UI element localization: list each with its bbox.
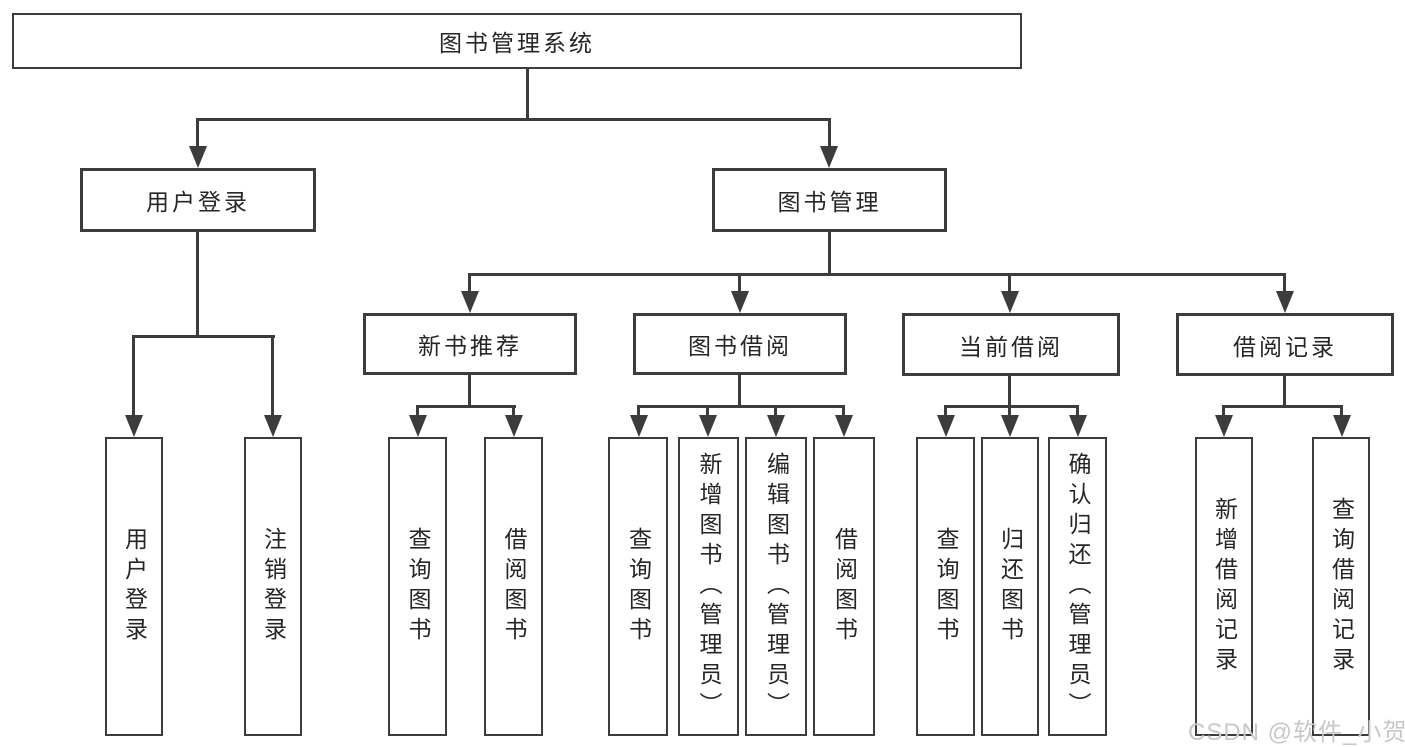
- arrow-down-icon: [1333, 415, 1351, 437]
- connector-line: [1008, 273, 1011, 291]
- connector-line: [828, 232, 831, 275]
- csdn-watermark: CSDN @软件_小贺同学: [1188, 719, 1405, 746]
- connector-line: [132, 335, 135, 415]
- connector-line: [774, 405, 777, 415]
- connector-line: [196, 118, 831, 121]
- connector-line: [828, 118, 831, 146]
- connector-line: [468, 375, 471, 405]
- connector-line: [1222, 405, 1343, 408]
- node-query-borrowing-record: 查询借阅记录: [1312, 437, 1370, 736]
- node-query-books-1: 查询图书: [388, 437, 447, 736]
- node-borrowing-records: 借阅记录: [1176, 313, 1394, 376]
- arrow-down-icon: [505, 415, 523, 437]
- arrow-down-icon: [409, 415, 427, 437]
- connector-line: [1076, 405, 1079, 415]
- arrow-down-icon: [1215, 415, 1233, 437]
- arrow-down-icon: [820, 146, 838, 168]
- arrow-down-icon: [1001, 291, 1019, 313]
- connector-line: [1008, 376, 1011, 405]
- connector-line: [738, 273, 741, 291]
- connector-line: [1222, 405, 1225, 415]
- arrow-down-icon: [731, 291, 749, 313]
- connector-line: [1283, 273, 1286, 291]
- connector-line: [468, 273, 1286, 276]
- connector-line: [1008, 405, 1011, 415]
- arrow-down-icon: [1069, 415, 1087, 437]
- connector-line: [944, 405, 1079, 408]
- node-new-book-recommendation: 新书推荐: [363, 313, 577, 375]
- node-library-management-system: 图书管理系统: [12, 13, 1022, 69]
- arrow-down-icon: [937, 415, 955, 437]
- arrow-down-icon: [189, 146, 207, 168]
- connector-line: [132, 335, 275, 338]
- connector-line: [512, 405, 515, 415]
- connector-line: [637, 405, 845, 408]
- node-book-management: 图书管理: [712, 168, 947, 232]
- node-user-login-leaf: 用户登录: [105, 437, 163, 736]
- node-borrow-books-1: 借阅图书: [484, 437, 543, 736]
- arrow-down-icon: [699, 415, 717, 437]
- arrow-down-icon: [767, 415, 785, 437]
- connector-line: [196, 118, 199, 146]
- arrow-down-icon: [630, 415, 648, 437]
- arrow-down-icon: [1276, 291, 1294, 313]
- node-query-books-3: 查询图书: [916, 437, 975, 736]
- connector-line: [416, 405, 516, 408]
- connector-line: [842, 405, 845, 415]
- connector-line: [1340, 405, 1343, 415]
- node-return-books: 归还图书: [981, 437, 1039, 736]
- node-confirm-return-admin: 确认归还（管理员）: [1048, 437, 1107, 736]
- connector-line: [1283, 376, 1286, 405]
- node-add-books-admin: 新增图书（管理员）: [678, 437, 739, 736]
- node-book-borrowing: 图书借阅: [633, 313, 847, 375]
- node-current-borrowing: 当前借阅: [902, 313, 1120, 376]
- node-edit-books-admin: 编辑图书（管理员）: [745, 437, 807, 736]
- arrow-down-icon: [461, 291, 479, 313]
- node-query-books-2: 查询图书: [608, 437, 668, 736]
- node-add-borrowing-record: 新增借阅记录: [1195, 437, 1253, 736]
- node-logout: 注销登录: [244, 437, 302, 736]
- connector-line: [468, 273, 471, 291]
- connector-line: [944, 405, 947, 415]
- connector-line: [738, 375, 741, 405]
- arrow-down-icon: [125, 415, 143, 437]
- connector-line: [706, 405, 709, 415]
- node-user-login: 用户登录: [80, 168, 316, 232]
- connector-line: [271, 335, 274, 415]
- arrow-down-icon: [264, 415, 282, 437]
- connector-line: [526, 68, 529, 118]
- arrow-down-icon: [1001, 415, 1019, 437]
- node-borrow-books-2: 借阅图书: [813, 437, 875, 736]
- connector-line: [416, 405, 419, 415]
- connector-line: [637, 405, 640, 415]
- arrow-down-icon: [835, 415, 853, 437]
- connector-line: [196, 232, 199, 336]
